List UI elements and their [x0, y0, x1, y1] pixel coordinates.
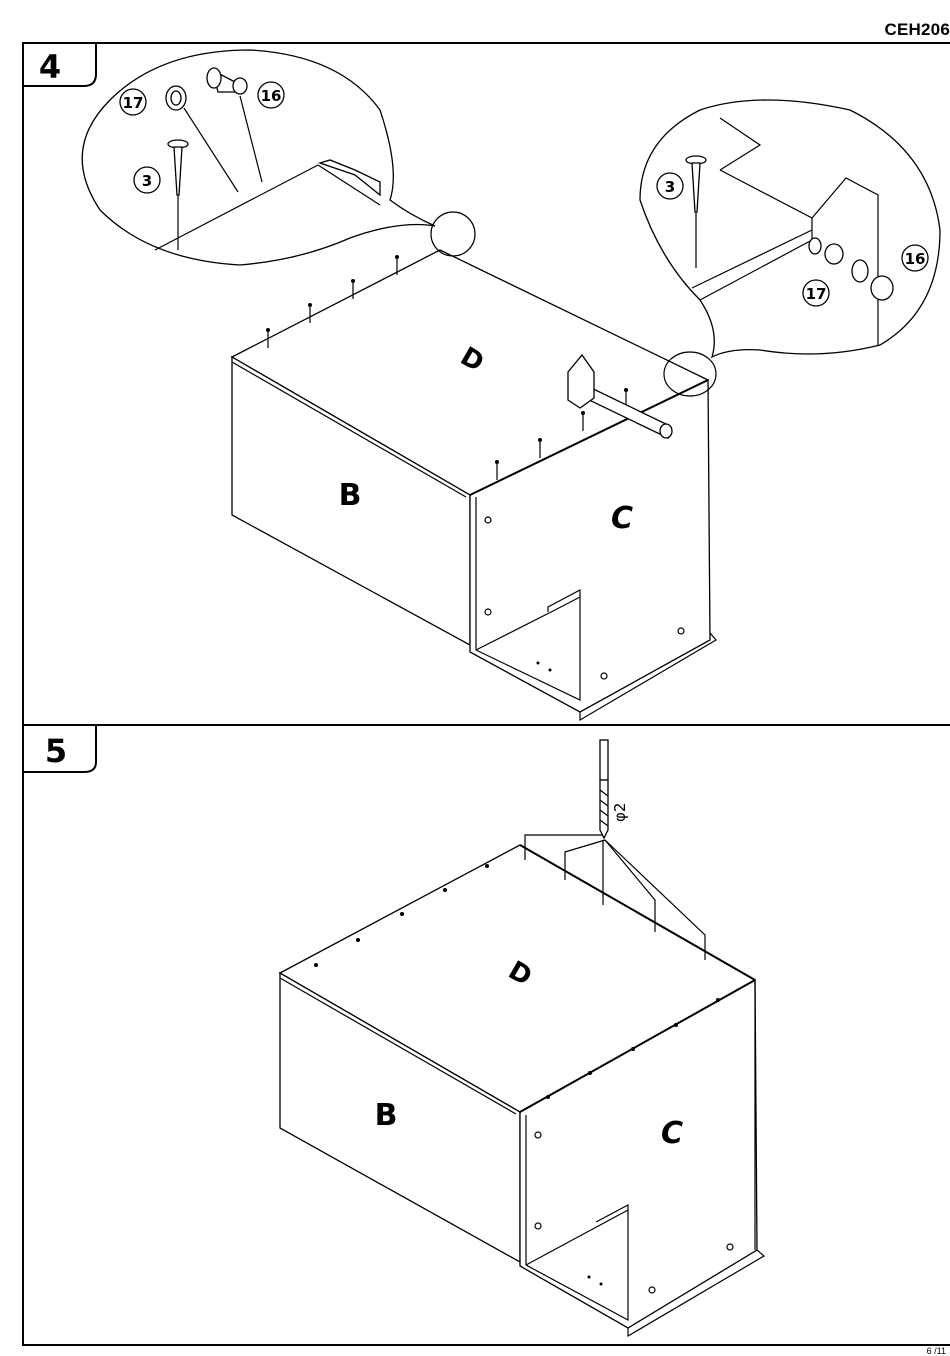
svg-text:17: 17: [123, 94, 144, 112]
svg-text:3: 3: [142, 172, 152, 190]
svg-text:16: 16: [905, 250, 926, 268]
zoom-bubble-left: [82, 50, 435, 265]
panel-label-c: C: [611, 501, 633, 536]
callout-16-right: 16: [902, 245, 928, 271]
svg-text:17: 17: [806, 285, 827, 303]
callout-3-left: 3: [134, 167, 160, 193]
callout-17-right: 17: [803, 280, 829, 306]
panel-label-b: B: [375, 1098, 398, 1133]
svg-text:16: 16: [261, 87, 282, 105]
panel-label-c: C: [661, 1116, 683, 1151]
step-5-tab: 5: [23, 725, 96, 772]
drill-size-label: φ2: [611, 803, 629, 822]
callout-16-left: 16: [258, 82, 284, 108]
zoom-target-left: [431, 212, 475, 256]
step-5-cabinet: φ2 D B C: [280, 740, 764, 1336]
callout-17-left: 17: [120, 89, 146, 115]
step-4-tab: 4: [23, 43, 96, 86]
step-4-cabinet: D B C 17 16: [82, 50, 940, 720]
step-number: 4: [39, 48, 61, 86]
drill-bit-icon: [600, 740, 608, 838]
step-number: 5: [45, 732, 67, 770]
svg-text:3: 3: [665, 178, 675, 196]
zoom-bubble-right: [640, 100, 940, 357]
callout-3-right: 3: [657, 173, 683, 199]
panel-label-b: B: [339, 478, 362, 513]
